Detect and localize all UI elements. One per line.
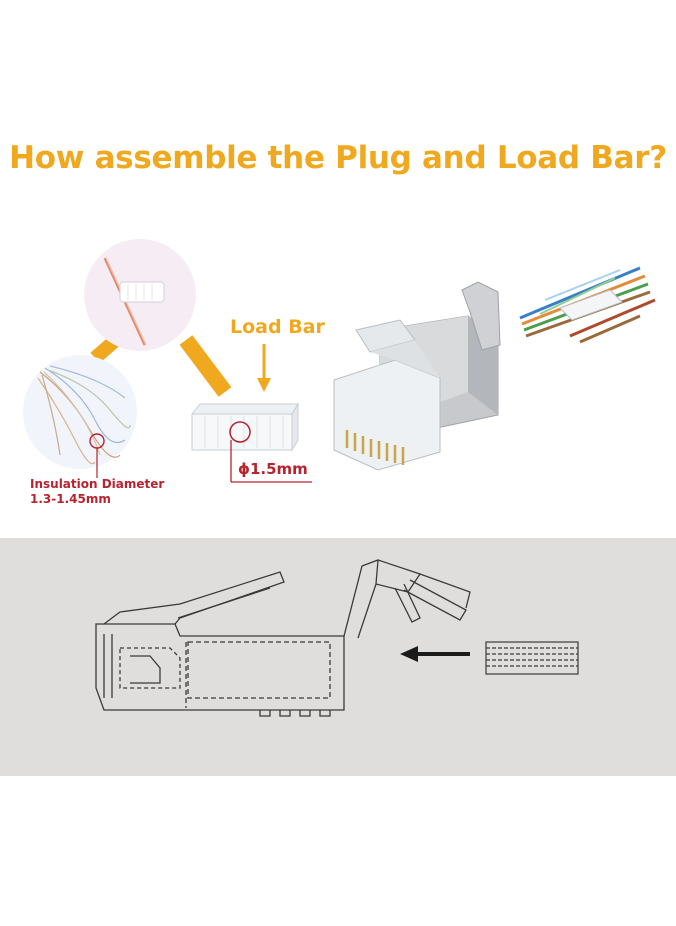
- photo-area: How assemble the Plug and Load Bar? Load…: [9, 140, 667, 507]
- load-bar-drawing: [485, 641, 579, 675]
- load-bar-arrow: [257, 344, 271, 392]
- insulation-label-line1: Insulation Diameter: [30, 477, 165, 491]
- assembly-line-drawing: [95, 559, 579, 717]
- insert-arrow: [400, 646, 470, 662]
- page-title: How assemble the Plug and Load Bar?: [9, 140, 667, 176]
- hole-marker: [229, 421, 251, 443]
- connector-bar-right: [179, 335, 232, 397]
- colored-wires: [519, 266, 656, 344]
- top-illustration: [23, 239, 656, 483]
- wire-closeup-circle: [84, 239, 196, 351]
- plug-outline: [95, 623, 345, 711]
- assembly-diagram-panel: [0, 538, 676, 776]
- wires-circle: [23, 355, 137, 478]
- plug-rear-cap: [343, 559, 422, 639]
- load-bar-label: Load Bar: [230, 316, 325, 338]
- diameter-label: ϕ1.5mm: [238, 460, 308, 478]
- rj45-plug-image: [333, 266, 656, 471]
- load-bar-image: [190, 402, 312, 483]
- insulation-label-line2: 1.3-1.45mm: [30, 492, 111, 506]
- insulation-label: Insulation Diameter 1.3-1.45mm: [30, 477, 164, 507]
- plug-latch: [103, 571, 285, 625]
